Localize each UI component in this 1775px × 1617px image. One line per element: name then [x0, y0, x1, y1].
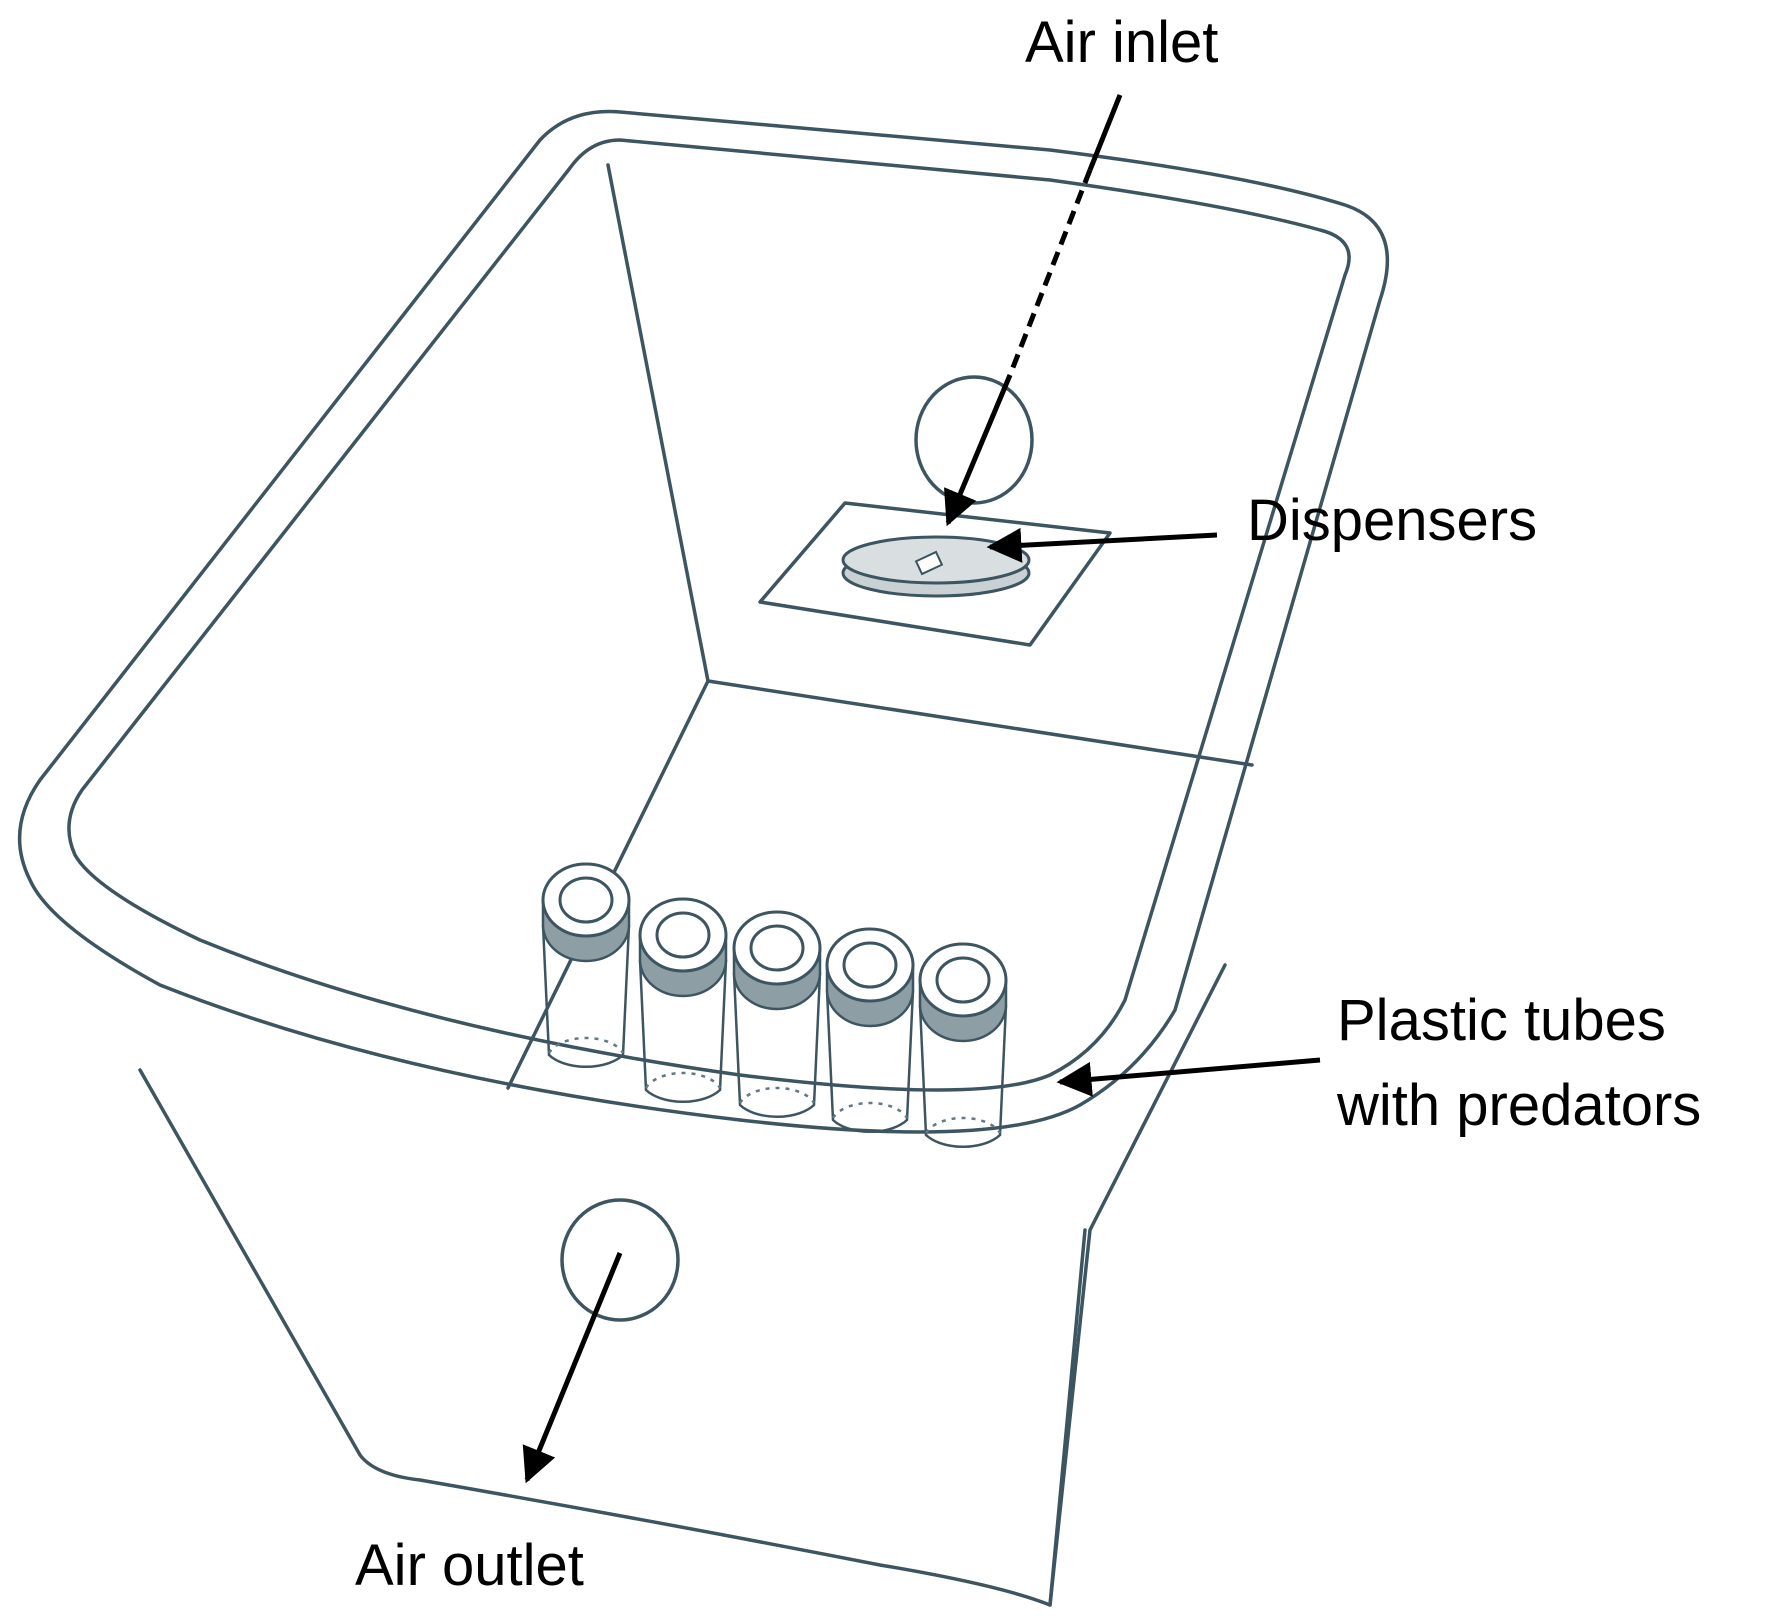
tube-body — [541, 924, 631, 1068]
air-inlet-arrow-solid-top — [1087, 94, 1123, 171]
tube-body — [638, 959, 728, 1103]
dispensers-label: Dispensers — [1247, 488, 1537, 553]
box-inner-rim — [67, 138, 1351, 1092]
tube-cap-hole — [558, 876, 614, 924]
dispenser-bait — [914, 550, 944, 576]
plastic-tube — [825, 927, 915, 1133]
back-left-edge — [606, 163, 710, 683]
container-box — [17, 109, 1389, 1607]
box-right-lower-edge — [1048, 1228, 1087, 1607]
dispenser-assembly — [758, 501, 1112, 647]
arrows — [522, 94, 1321, 1484]
tubes-arrow — [1056, 1057, 1321, 1097]
tube-base-dotted — [831, 1101, 909, 1119]
back-floor-edge — [706, 679, 1254, 767]
plastic-tube — [638, 897, 728, 1103]
tube-base-dotted — [924, 1116, 1002, 1134]
tube-cap-hole — [749, 924, 805, 972]
air-inlet-label: Air inlet — [1025, 10, 1218, 75]
box-outer-rim — [17, 109, 1389, 1134]
air-outlet-label: Air outlet — [355, 1533, 584, 1598]
dispenser-pad — [758, 501, 1112, 647]
tube-body — [918, 1004, 1008, 1148]
air-outlet-hole — [560, 1198, 680, 1322]
plastic-tube — [918, 942, 1008, 1148]
tube-cap-hole — [842, 941, 898, 989]
tube-body — [732, 972, 822, 1118]
tube-base-dotted — [644, 1071, 722, 1089]
tube-cap-hole — [935, 956, 991, 1004]
air-inlet-arrow-solid-bottom — [944, 374, 1013, 527]
air-inlet-hole — [914, 375, 1034, 505]
tube-body — [825, 989, 915, 1133]
tube-cap-hole — [655, 911, 711, 959]
plastic-tubes — [541, 862, 1008, 1148]
plastic-tube — [541, 862, 631, 1068]
tubes-label-line1: Plastic tubes — [1337, 988, 1666, 1053]
tubes-label-line2: with predators — [1336, 1073, 1701, 1138]
tube-base-dotted — [738, 1086, 816, 1104]
air-outlet-arrow — [522, 1252, 623, 1484]
air-inlet-arrow-dashed — [1007, 169, 1093, 376]
dispensers-arrow — [986, 527, 1218, 563]
box-lower-body — [138, 963, 1227, 1607]
tube-base-dotted — [547, 1036, 625, 1054]
plastic-tube — [732, 910, 822, 1118]
